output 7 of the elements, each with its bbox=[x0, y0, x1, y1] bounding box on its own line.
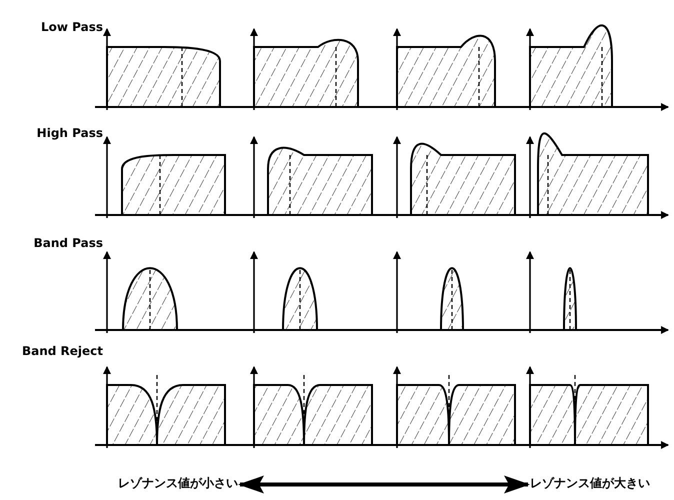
double-arrow bbox=[238, 476, 530, 494]
row-label: Low Pass bbox=[40, 20, 103, 34]
scale-label: レゾナンス値が小さい bbox=[118, 475, 238, 492]
row-label: High Pass bbox=[36, 126, 103, 140]
row-label: Band Reject bbox=[22, 344, 103, 358]
row-label: Band Pass bbox=[34, 236, 103, 250]
scale-label: レゾナンス値が大きい bbox=[530, 475, 650, 492]
